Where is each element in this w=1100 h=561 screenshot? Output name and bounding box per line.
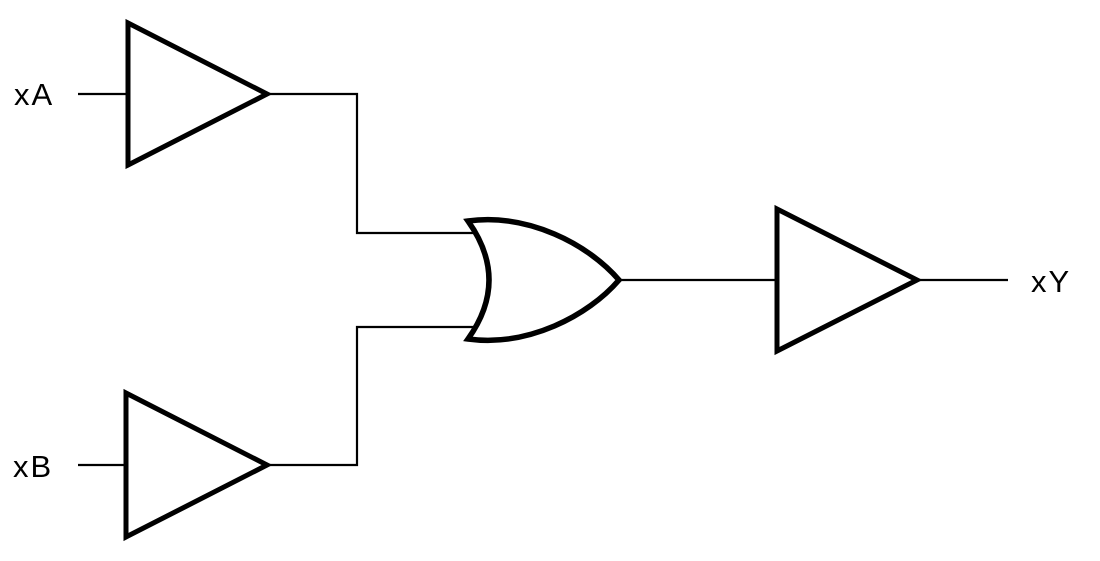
label-input-b: xB: [13, 449, 53, 484]
buffer-gate-a: [125, 18, 273, 170]
label-input-a: xA: [14, 77, 54, 112]
label-output-y: xY: [1031, 264, 1071, 299]
wire-buffer-b-to-or: [266, 325, 485, 467]
buffer-gate-b: [123, 388, 273, 542]
wire-buffer-a-to-or: [266, 92, 485, 235]
circuit-strokes: xA xB xY: [13, 18, 1071, 542]
buffer-gate-output: [774, 204, 923, 356]
or-gate: [463, 217, 623, 343]
